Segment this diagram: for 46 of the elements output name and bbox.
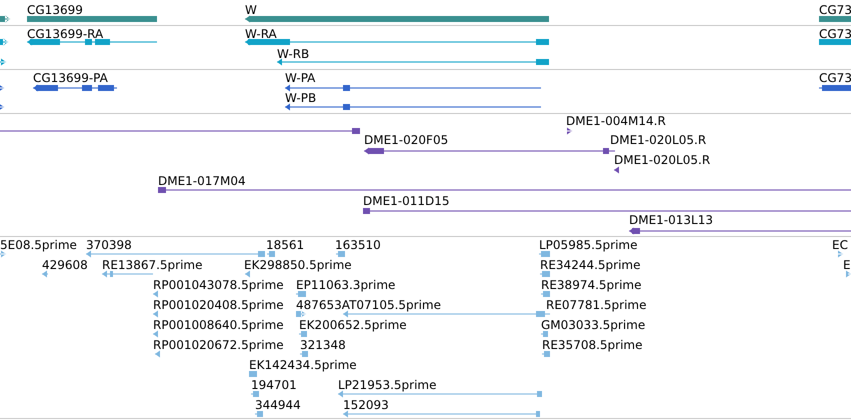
est-label: 321348	[300, 338, 346, 352]
clone-label: DME1-020F05	[364, 133, 448, 147]
transcript-label: W-RB	[277, 47, 310, 61]
est-label: 344944	[255, 398, 301, 412]
est-label: RE13867.5prime	[102, 258, 202, 272]
clone-label: DME1-020L05.R	[614, 153, 710, 167]
est-label: RE07781.5prime	[546, 298, 646, 312]
est-label: 18561	[266, 238, 304, 252]
clone-label: DME1-011D15	[363, 194, 450, 208]
est-label: RE34244.5prime	[540, 258, 640, 272]
est-label: RP001020408.5prime	[153, 298, 284, 312]
est-label: EP11063.3prime	[296, 278, 396, 292]
protein-label: W-PB	[285, 91, 316, 105]
est-label: EK142434.5prime	[249, 358, 357, 372]
est-label: LP05985.5prime	[539, 238, 638, 252]
protein-label: CG73	[819, 71, 851, 85]
est-label: RE38974.5prime	[541, 278, 642, 292]
est-label: 487653AT07105.5prime	[296, 298, 441, 312]
est-label: EK298850.5prime	[244, 258, 352, 272]
est-label: GM03033.5prime	[541, 318, 646, 332]
est-label: LP21953.5prime	[338, 378, 437, 392]
clone-label: DME1-020L05.R	[610, 133, 706, 147]
protein-label: CG13699-PA	[33, 71, 108, 85]
est-label: EK200652.5prime	[299, 318, 407, 332]
est-label: 163510	[335, 238, 381, 252]
est-label: RE35708.5prime	[542, 338, 642, 352]
transcript-label: W-RA	[245, 27, 277, 41]
gene-label: CG73	[819, 3, 851, 17]
transcript-label: CG73	[819, 27, 851, 41]
est-label: RP001008640.5prime	[153, 318, 284, 332]
gene-label: W	[245, 3, 257, 17]
est-label: 194701	[251, 378, 297, 392]
est-label: 429608	[42, 258, 88, 272]
transcript-label: CG13699-RA	[27, 27, 104, 41]
est-label: 152093	[343, 398, 389, 412]
est-label: RP001043078.5prime	[153, 278, 284, 292]
est-label: RP001020672.5prime	[153, 338, 284, 352]
est-label: E	[843, 258, 851, 272]
est-label: EC	[832, 238, 848, 252]
clone-label: DME1-017M04	[158, 174, 246, 188]
protein-label: W-PA	[285, 71, 316, 85]
clone-label: DME1-013L13	[629, 213, 713, 227]
est-label: 370398	[86, 238, 132, 252]
est-label: 5E08.5prime	[0, 238, 77, 252]
clone-label: DME1-004M14.R	[566, 114, 666, 128]
gene-label: CG13699	[27, 3, 83, 17]
